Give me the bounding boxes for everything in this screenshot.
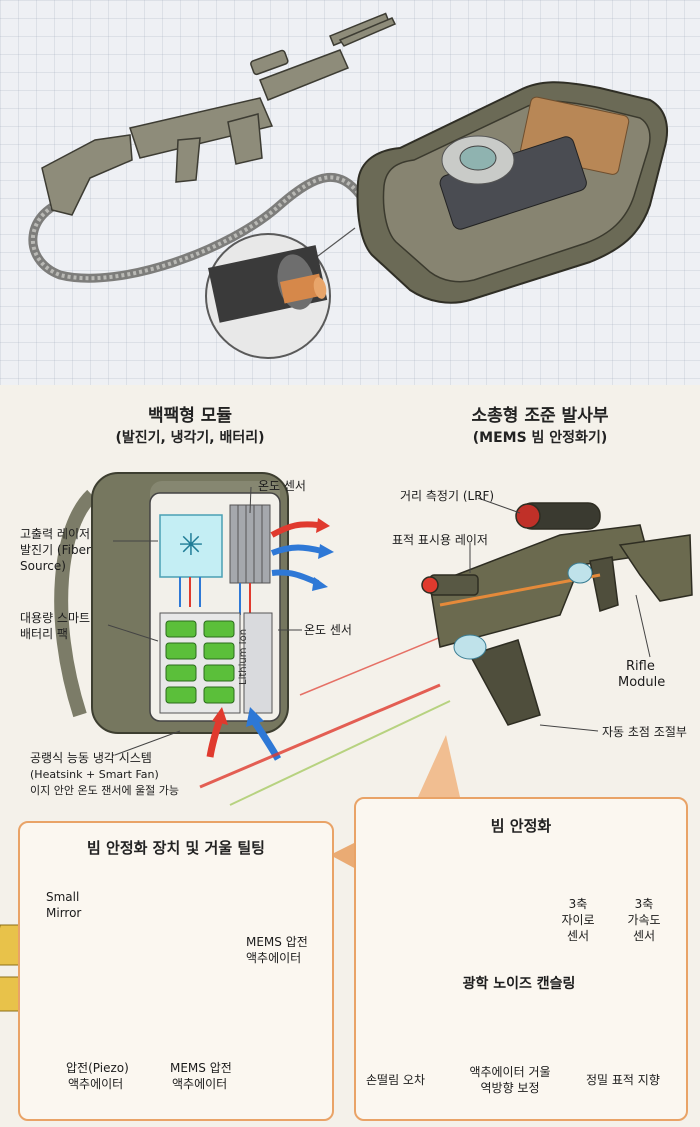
rifle-module-label-2: Module — [618, 675, 666, 690]
battery-label-2: 배터리 팩 — [20, 627, 68, 641]
battery-cell-text: Lithium Ion — [238, 628, 249, 685]
rifle-module-label-1: Rifle — [626, 659, 655, 674]
accel-label-3: 센서 — [632, 929, 656, 943]
battery-label-1: 대용량 스마트 — [20, 611, 91, 625]
piezo-label-2: 액추에이터 — [68, 1077, 124, 1091]
small-mirror-label-1: Small — [46, 890, 80, 904]
backpack-case-render — [356, 81, 668, 304]
backpack-title: 백팩형 모듈 (발진기, 냉각기, 배터리) — [115, 406, 265, 446]
target-laser-label: 표적 표시용 레이저 — [392, 533, 488, 547]
temp-sensor-top-label: 온도 센서 — [258, 479, 306, 493]
heatsink — [229, 504, 271, 584]
cooling-label-2: (Heatsink + Smart Fan) — [30, 768, 159, 781]
precise-label: 정밀 표적 지향 — [586, 1073, 660, 1087]
infographic: ✳ — [0, 385, 700, 1127]
actuator-label-1: 액추에이터 거울 — [469, 1065, 551, 1079]
mems-bottom-label-1: MEMS 압전 — [170, 1061, 232, 1075]
actuator-label-2: 역방향 보정 — [480, 1081, 540, 1095]
laser-source — [159, 514, 223, 578]
temp-sensor-mid-label: 온도 센서 — [304, 623, 352, 637]
stab-panel: 빔 안정화 — [354, 797, 688, 1121]
top-render-scene — [0, 0, 700, 385]
autofocus-label: 자동 초점 조절부 — [602, 725, 687, 739]
cooling-label-3: 이지 안안 온도 잰서에 울절 가능 — [30, 784, 180, 797]
accel-label-2: 가속도 — [627, 913, 661, 927]
gyro-label-2: 자이로 — [561, 913, 595, 927]
svg-text:✳: ✳ — [178, 528, 203, 563]
cooling-label-1: 공랭식 능동 냉각 시스템 — [30, 751, 152, 765]
lrf-label: 거리 측정기 (LRF) — [400, 489, 495, 503]
top-render-svg — [28, 12, 668, 359]
laser-label-2: 발진기 (Fiber — [20, 543, 91, 557]
gyro-label-3: 센서 — [566, 929, 590, 943]
laser-label-1: 고출력 레이저 — [20, 527, 91, 541]
mems-bottom-label-2: 액추에이터 — [172, 1077, 228, 1091]
stab-panel-title: 빔 안정화 — [490, 817, 552, 835]
mirror-panel: 빔 안정화 장치 및 거울 틸팅 — [18, 821, 334, 1121]
rifle-title: 소총형 조준 발사부 (MEMS 빔 안정화기) — [471, 406, 609, 446]
rifle-render — [41, 12, 397, 216]
small-mirror-label-2: Mirror — [46, 906, 82, 920]
laser-label-3: Source) — [20, 559, 66, 573]
mems-right-label-1: MEMS 압전 — [246, 935, 308, 949]
mems-right-label-2: 액추에이터 — [246, 951, 302, 965]
accel-label-1: 3축 — [634, 897, 654, 911]
noise-title: 광학 노이즈 캔슬링 — [462, 976, 576, 992]
gyro-label-1: 3축 — [568, 897, 588, 911]
shake-label: 손떨림 오차 — [366, 1073, 426, 1087]
piezo-label-1: 압전(Piezo) — [66, 1061, 129, 1075]
mirror-panel-title: 빔 안정화 장치 및 거울 틸팅 — [87, 839, 265, 857]
